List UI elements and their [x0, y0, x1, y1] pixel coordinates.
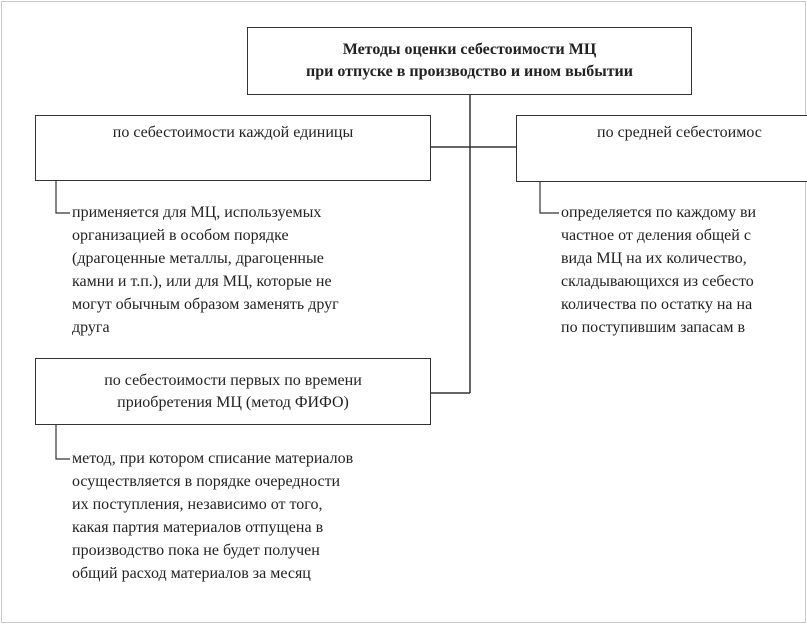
diagram-title-box: Методы оценки себестоимости МЦ при отпус… [247, 27, 692, 95]
method-label-fifo: по себестоимости первых по времени приоб… [104, 371, 362, 411]
method-label-per-unit: по себестоимости каждой единицы [112, 124, 354, 141]
method-box-average: по средней себестоимос [516, 115, 807, 182]
title-line-2: при отпуске в производство и ином выбыти… [306, 63, 633, 80]
method-description-per-unit: применяется для МЦ, используемых организ… [72, 204, 339, 336]
method-description-average: определяется по каждому ви частное от де… [561, 204, 757, 336]
method-box-fifo: по себестоимости первых по времени приоб… [35, 358, 431, 425]
method-label-average: по средней себестоимос [597, 124, 762, 141]
method-box-per-unit: по себестоимости каждой единицы [35, 115, 431, 181]
title-line-1: Методы оценки себестоимости МЦ [342, 41, 597, 58]
method-description-fifo: метод, при котором списание материалов о… [72, 450, 354, 582]
